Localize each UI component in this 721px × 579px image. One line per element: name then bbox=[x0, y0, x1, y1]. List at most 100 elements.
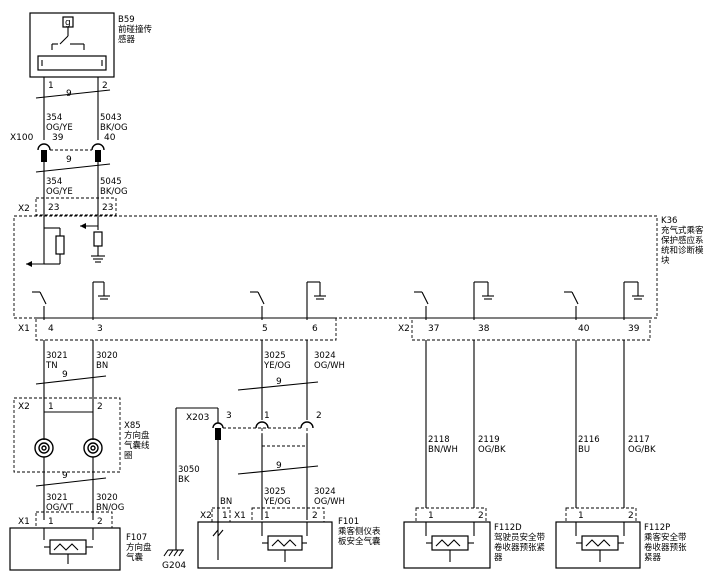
f107-airbag-module bbox=[9, 527, 121, 571]
k36-name-line3: 统和诊断模 bbox=[661, 245, 704, 256]
f107-x1-label: X1 bbox=[18, 517, 30, 527]
wire-2118-color: BN/WH bbox=[428, 445, 458, 455]
passenger-belt-wiring bbox=[575, 340, 625, 508]
f101-name-line2: 板安全气囊 bbox=[338, 536, 381, 547]
wire-354-color-mid: OG/YE bbox=[46, 187, 73, 197]
x85-clockspring bbox=[13, 397, 121, 473]
x203-connector bbox=[175, 407, 314, 560]
x85-pin-1: 1 bbox=[48, 402, 54, 412]
wire-3024b-color: OG/WH bbox=[314, 497, 345, 507]
wire-3024-color: OG/WH bbox=[314, 361, 345, 371]
f112p-ref: F112P bbox=[644, 523, 670, 533]
k36-x1-label: X1 bbox=[18, 324, 30, 334]
k36-output-channel-steering bbox=[32, 281, 110, 320]
steering-airbag-wiring bbox=[35, 340, 107, 398]
f101-x2-label: X2 bbox=[200, 511, 212, 521]
k36-output-channel-passenger bbox=[250, 281, 326, 320]
f101-name-line1: 乘客侧仪表 bbox=[338, 526, 381, 537]
k36-x2-lower-label: X2 bbox=[398, 324, 410, 334]
f112d-name-line1: 驾驶员安全带 bbox=[494, 532, 546, 543]
x85-x2-label: X2 bbox=[18, 402, 30, 412]
f112d-pin-1: 1 bbox=[428, 511, 434, 521]
wire-3025-circuit: 3025 bbox=[264, 351, 286, 361]
wire-5045-color: BK/OG bbox=[100, 187, 128, 197]
k36-pin-40: 40 bbox=[578, 324, 590, 334]
x85-name-line2: 气囊线 bbox=[124, 440, 150, 451]
g204-ground-symbol bbox=[163, 549, 184, 557]
twist-count-3: 9 bbox=[62, 370, 68, 380]
f107-pin-1: 1 bbox=[48, 517, 54, 527]
g204-label: G204 bbox=[162, 561, 186, 571]
k36-output-channel-driver-belt bbox=[414, 281, 494, 320]
wire-2118-circuit: 2118 bbox=[428, 435, 450, 445]
f107-name-line1: 方向盘 bbox=[126, 542, 152, 553]
wire-2119-circuit: 2119 bbox=[478, 435, 500, 445]
wire-3025b-color: YE/OG bbox=[263, 497, 291, 507]
twist-count-6: 9 bbox=[276, 461, 282, 471]
b59-pin-2: 2 bbox=[102, 81, 108, 91]
twist-count-1: 9 bbox=[66, 89, 72, 99]
f112d-squib-icon bbox=[425, 522, 475, 562]
wire-3021b-color: OG/VT bbox=[46, 503, 74, 513]
x203-pin-3: 3 bbox=[226, 411, 232, 421]
wire-2117-color: OG/BK bbox=[628, 445, 656, 455]
f101-x1-pin-2: 2 bbox=[312, 511, 318, 521]
f112d-connector bbox=[415, 507, 487, 523]
wire-5045-circuit: 5045 bbox=[100, 177, 122, 187]
k36-x2-lower-connector bbox=[411, 317, 651, 341]
wire-2119-color: OG/BK bbox=[478, 445, 506, 455]
k36-pin-38: 38 bbox=[478, 324, 490, 334]
k36-ref: K36 bbox=[661, 216, 677, 226]
f101-squib-icon bbox=[212, 522, 308, 562]
x85-name-line1: 方向盘 bbox=[124, 430, 150, 441]
k36-x1-connector bbox=[35, 317, 337, 341]
k36-pin-23a: 23 bbox=[48, 203, 59, 213]
b59-sensor: g bbox=[29, 12, 115, 78]
x100-connector: 39 40 bbox=[37, 133, 116, 162]
wire-3050-color: BK bbox=[178, 475, 190, 485]
f112p-passenger-belt-pretensioner bbox=[555, 521, 641, 569]
wire-3024b-circuit: 3024 bbox=[314, 487, 336, 497]
f112d-name-line3: 器 bbox=[494, 553, 503, 563]
x85-pin-2: 2 bbox=[97, 402, 103, 412]
wire-3025b-circuit: 3025 bbox=[264, 487, 286, 497]
wire-3050-circuit: 3050 bbox=[178, 465, 200, 475]
k36-pin-5: 5 bbox=[262, 324, 268, 334]
k36-pin-23b: 23 bbox=[102, 203, 113, 213]
f107-name-line2: 气囊 bbox=[126, 552, 144, 563]
f112d-ref: F112D bbox=[494, 523, 522, 533]
k36-name-line4: 块 bbox=[661, 255, 670, 266]
wire-3020-color: BN bbox=[96, 361, 108, 371]
wire-3020b-color: BN/OG bbox=[96, 503, 124, 513]
f101-ref: F101 bbox=[338, 517, 359, 527]
f101-x2-pin-1: 1 bbox=[222, 511, 228, 521]
wire-2117-circuit: 2117 bbox=[628, 435, 650, 445]
b59-name-line1: 前碰撞传 bbox=[118, 24, 153, 35]
f112d-name-line2: 卷收器预张紧 bbox=[494, 542, 545, 553]
wire-2116-circuit: 2116 bbox=[578, 435, 600, 445]
f112p-pin-2: 2 bbox=[628, 511, 634, 521]
f107-ref: F107 bbox=[126, 533, 147, 543]
wire-354-color-top: OG/YE bbox=[46, 123, 73, 133]
f112p-connector bbox=[565, 507, 637, 523]
wire-3021-circuit: 3021 bbox=[46, 351, 68, 361]
driver-belt-wiring bbox=[425, 340, 475, 508]
k36-pin-3: 3 bbox=[97, 324, 103, 334]
k36-output-channel-passenger-belt bbox=[564, 281, 644, 320]
k36-module-outline bbox=[13, 215, 658, 319]
k36-name-line1: 充气式乘客 bbox=[661, 225, 704, 236]
x100-label: X100 bbox=[10, 133, 34, 143]
wire-bn-color: BN bbox=[220, 497, 232, 507]
twist-count-2: 9 bbox=[66, 155, 72, 165]
x85-name-line3: 圈 bbox=[124, 451, 133, 461]
k36-sensor-input-circuit bbox=[26, 215, 105, 267]
b59-name-line2: 感器 bbox=[118, 34, 136, 45]
wire-354-circuit-top: 354 bbox=[46, 113, 62, 123]
passenger-airbag-lower-wiring bbox=[237, 434, 319, 520]
x100-pin-40: 40 bbox=[104, 133, 116, 143]
x100-pin-39: 39 bbox=[52, 133, 64, 143]
wire-3021-color: TN bbox=[45, 361, 58, 371]
wire-3024-circuit: 3024 bbox=[314, 351, 336, 361]
wire-2116-color: BU bbox=[578, 445, 590, 455]
f107-squib-icon bbox=[43, 528, 94, 564]
